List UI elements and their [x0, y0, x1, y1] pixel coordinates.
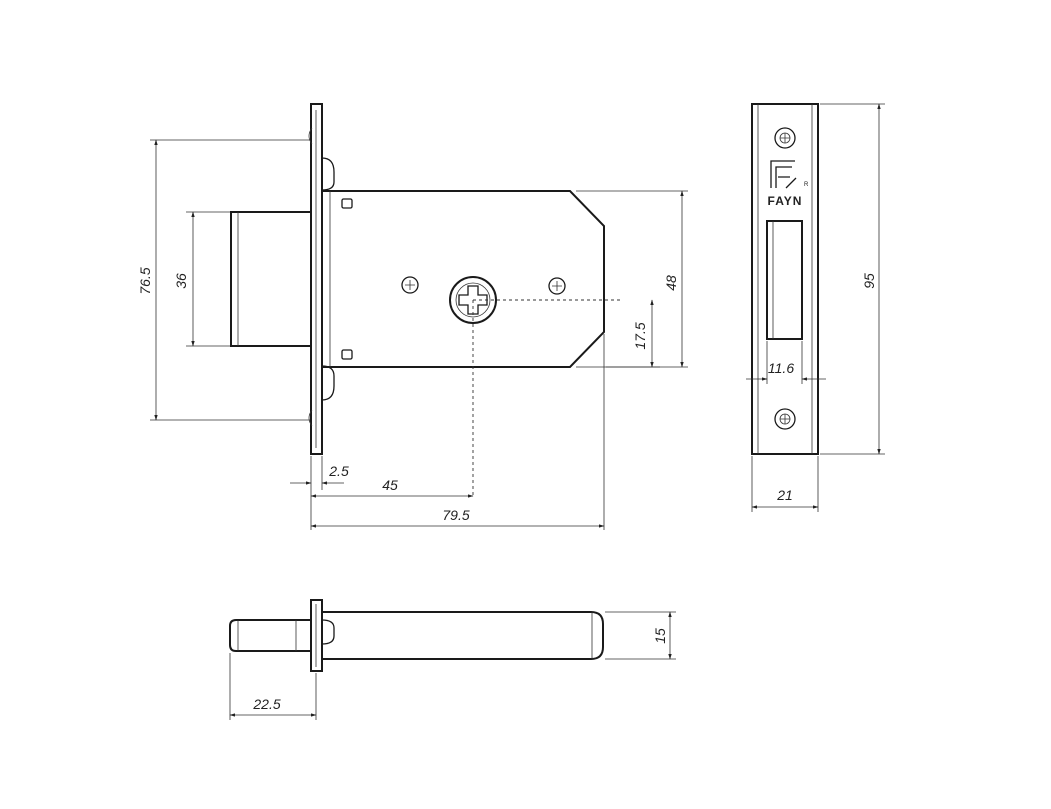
dim-11-6: 11.6 [768, 360, 794, 376]
case-screw-left [401, 276, 419, 294]
case-slot-top [341, 198, 353, 209]
bolt-side-view [229, 599, 604, 672]
bolt-view-dimensions: 15 22.5 [229, 611, 676, 720]
dim-36: 36 [173, 273, 189, 289]
lock-front-view [230, 103, 620, 497]
lock-case [322, 190, 605, 368]
logo-registered: R [804, 182, 809, 188]
faceplate-dimensions: 95 11.6 21 [746, 103, 885, 512]
bolt-view-plate [310, 599, 323, 672]
dim-79-5: 79.5 [442, 507, 469, 523]
faceplate-screw-top [321, 157, 335, 191]
faceplate-hole-top-icon [774, 127, 796, 149]
faceplate-hole-bottom-icon [774, 408, 796, 430]
bolt-bar [322, 611, 604, 660]
bolt-cylinder [230, 211, 312, 347]
dim-15: 15 [652, 628, 668, 644]
faceplate [310, 103, 323, 455]
faceplate-view: R FAYN [751, 103, 819, 455]
dim-17-5: 17.5 [632, 322, 648, 349]
fayn-logo: R FAYN [768, 160, 809, 208]
dim-45: 45 [382, 477, 398, 493]
case-screw-right [548, 277, 566, 295]
dim-76-5: 76.5 [137, 267, 153, 294]
dim-21: 21 [776, 487, 793, 503]
faceplate-screw-bottom [321, 365, 335, 401]
logo-brand: FAYN [768, 194, 803, 208]
bolt-view-cylinder [229, 619, 311, 652]
dim-95: 95 [861, 273, 877, 289]
case-slot-bottom [341, 349, 353, 360]
bolt-slot [766, 220, 803, 340]
dim-22-5: 22.5 [252, 696, 280, 712]
faceplate-outer [751, 103, 819, 455]
dim-48: 48 [663, 275, 679, 291]
dim-2-5: 2.5 [328, 463, 349, 479]
spindle-hole [449, 276, 497, 324]
front-view-dimensions: 76.5 36 48 17.5 2.5 45 79.5 [137, 139, 688, 530]
